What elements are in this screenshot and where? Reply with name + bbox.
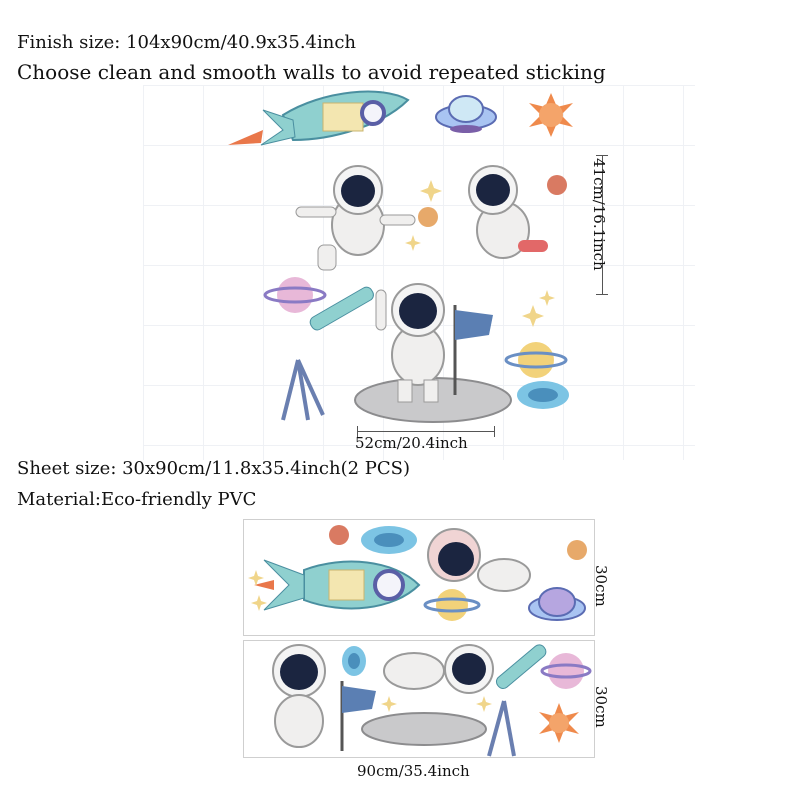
- astronaut-icon: [383, 644, 494, 694]
- ufo-icon: [528, 587, 586, 621]
- sheet-2-height-label: 30cm: [592, 686, 610, 728]
- sheet-2-art: [272, 644, 592, 757]
- planet-icon: [504, 342, 568, 378]
- astronaut-icon: [375, 283, 445, 403]
- planet-icon: [540, 653, 592, 689]
- planet-icon: [423, 589, 481, 621]
- sticker-sheet-2: [243, 640, 595, 758]
- wall-tip-text: Choose clean and smooth walls to avoid r…: [17, 60, 606, 84]
- sheet-size-text: Sheet size: 30x90cm/11.8x35.4inch(2 PCS): [17, 458, 411, 479]
- star-icon: [381, 696, 492, 712]
- astronaut-icon: [272, 644, 326, 748]
- sheet-1-art: [248, 525, 587, 621]
- flag-icon: [340, 681, 376, 751]
- planet-icon: [418, 207, 438, 227]
- finish-size-text: Finish size: 104x90cm/40.9x35.4inch: [17, 32, 357, 53]
- galaxy-icon: [342, 646, 366, 676]
- rocket-icon: [228, 90, 410, 146]
- planet-icon: [547, 175, 567, 195]
- sun-icon: [539, 703, 579, 743]
- sticker-sheet-1: [243, 519, 595, 636]
- ufo-icon: [435, 95, 497, 133]
- astronaut-icon: [427, 528, 531, 592]
- planet-icon: [567, 540, 587, 560]
- astronaut-icon: [295, 165, 416, 271]
- telescope-icon: [487, 644, 547, 757]
- telescope-icon: [281, 286, 374, 421]
- planet-icon: [329, 525, 349, 545]
- planet-icon: [263, 277, 327, 313]
- star-icon: [248, 570, 267, 611]
- moon-rock-icon: [361, 712, 487, 746]
- width-dimension-line: [357, 426, 495, 438]
- height-dimension-line: [596, 155, 610, 295]
- flag-icon: [453, 305, 493, 395]
- galaxy-icon: [361, 526, 417, 554]
- sheet-1-height-label: 30cm: [592, 565, 610, 607]
- astronaut-icon: [468, 165, 548, 259]
- sheet-width-label: 90cm/35.4inch: [357, 762, 470, 780]
- sun-icon: [529, 93, 573, 137]
- finished-width-label: 52cm/20.4inch: [355, 434, 468, 452]
- material-text: Material:Eco-friendly PVC: [17, 489, 257, 510]
- rocket-icon: [254, 559, 421, 611]
- finished-height-label: 41cm/16.1inch: [590, 158, 608, 271]
- galaxy-icon: [517, 381, 569, 409]
- star-icon: [405, 180, 555, 327]
- finished-layout-art: [228, 90, 573, 423]
